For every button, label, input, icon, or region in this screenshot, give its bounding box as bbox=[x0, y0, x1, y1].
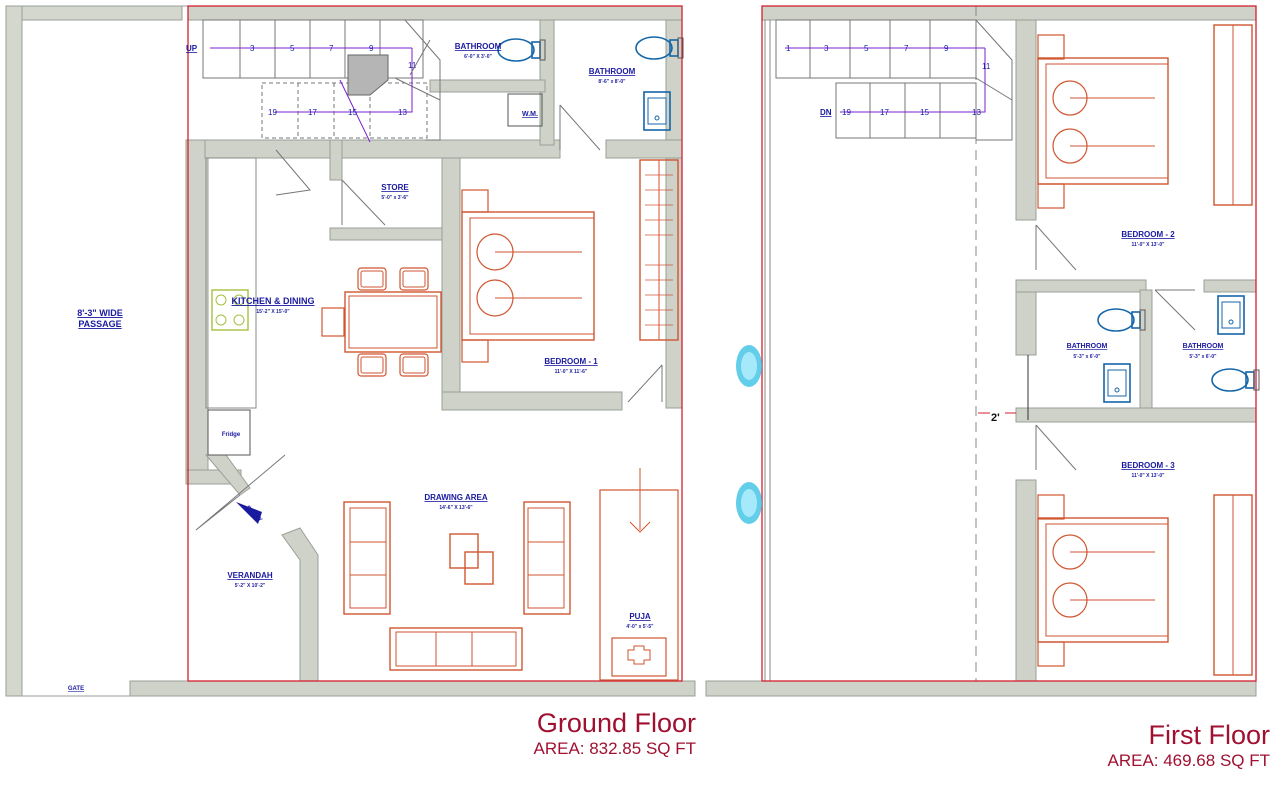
stair-step-17: 17 bbox=[308, 108, 317, 117]
puja-label: PUJA bbox=[629, 612, 651, 621]
ff-stair-step-15: 15 bbox=[920, 108, 929, 117]
ff-stair-step-5: 5 bbox=[864, 44, 869, 53]
stair-step-3: 3 bbox=[250, 44, 255, 53]
ground-floor-caption: Ground Floor AREA: 832.85 SQ FT bbox=[430, 708, 696, 759]
bathroom-b-dim: 8'-6" x 8'-0" bbox=[598, 79, 626, 85]
bedroom3-label: BEDROOM - 3 bbox=[1121, 461, 1175, 470]
ground-boundary bbox=[187, 5, 683, 682]
first-staircase bbox=[775, 19, 1013, 141]
stair-step-5: 5 bbox=[290, 44, 295, 53]
ff-stair-step-3: 3 bbox=[824, 44, 829, 53]
store-dim: 5'-0" x 3'-6" bbox=[381, 195, 409, 201]
ff-stair-step-1: 1 bbox=[786, 44, 791, 53]
puja-dim: 4'-0" x 5'-5" bbox=[626, 624, 654, 630]
verandah-dim: 5'-2" X 10'-2" bbox=[235, 583, 266, 589]
stair-step-11: 11 bbox=[408, 61, 417, 70]
side-passage bbox=[5, 5, 189, 697]
stair-step-7: 7 bbox=[329, 44, 334, 53]
ff-stair-step-13: 13 bbox=[972, 108, 981, 117]
store-label: STORE bbox=[381, 183, 409, 192]
ff-stair-step-7: 7 bbox=[904, 44, 909, 53]
gate-label: GATE bbox=[68, 686, 84, 692]
bed-1 bbox=[461, 189, 595, 363]
passage-label: 8'-3" WIDE bbox=[77, 308, 122, 318]
bathroom-a-dim: 6'-0" X 3'-0" bbox=[464, 54, 492, 60]
stair-step-13: 13 bbox=[398, 108, 407, 117]
ff-bathroom-left-label: BATHROOM bbox=[1067, 343, 1108, 350]
stair-up-label: UP bbox=[186, 44, 198, 53]
wm-label: W.M. bbox=[522, 111, 538, 118]
ff-bathroom-right-dim: 5'-3" x 6'-0" bbox=[1189, 354, 1217, 360]
puja-unit bbox=[599, 468, 679, 681]
ff-stair-step-17: 17 bbox=[880, 108, 889, 117]
ff-bathroom-right-label: BATHROOM bbox=[1183, 343, 1224, 350]
wash-basin-icon bbox=[1217, 295, 1245, 335]
ff-stair-step-19: 19 bbox=[842, 108, 851, 117]
passage-label-2: PASSAGE bbox=[78, 319, 121, 329]
bedroom1-dim: 11'-0" X 11'-6" bbox=[555, 369, 588, 375]
verandah-label: VERANDAH bbox=[227, 571, 273, 580]
stair-dn-label: DN bbox=[820, 108, 832, 117]
bed-2 bbox=[1037, 34, 1169, 209]
kitchen-label: KITCHEN & DINING bbox=[232, 296, 315, 306]
gap-dimension: 2' bbox=[991, 412, 1000, 424]
first-floor-caption: First Floor AREA: 469.68 SQ FT bbox=[1000, 720, 1270, 771]
stair-step-9: 9 bbox=[369, 44, 374, 53]
ff-stair-step-9: 9 bbox=[944, 44, 949, 53]
fridge-label: Fridge bbox=[222, 432, 241, 438]
stair-step-15: 15 bbox=[348, 108, 357, 117]
sofa-set bbox=[343, 501, 571, 671]
bathroom-a-label: BATHROOM bbox=[455, 42, 502, 51]
wash-basin-icon bbox=[643, 91, 671, 131]
washing-machine bbox=[507, 93, 543, 127]
toilet-icon bbox=[1211, 368, 1260, 392]
bed-3 bbox=[1037, 494, 1169, 667]
toilet-icon bbox=[1097, 308, 1146, 332]
first-boundary bbox=[761, 5, 1257, 682]
ground-floor-area: AREA: 832.85 SQ FT bbox=[533, 739, 696, 758]
stair-step-19: 19 bbox=[268, 108, 277, 117]
tree-icon bbox=[736, 482, 762, 524]
drawing-label: DRAWING AREA bbox=[424, 493, 487, 502]
drawing-dim: 14'-6" X 13'-6" bbox=[439, 505, 473, 511]
fridge bbox=[207, 409, 251, 456]
wash-basin-icon bbox=[1103, 363, 1131, 403]
wardrobe bbox=[1213, 24, 1253, 206]
toilet-icon bbox=[497, 38, 546, 62]
ground-staircase bbox=[202, 19, 441, 143]
tree-icon bbox=[736, 345, 762, 387]
stove-icon bbox=[211, 289, 249, 331]
ground-floor-title: Ground Floor bbox=[536, 708, 696, 738]
kitchen-dim: 15'-2" X 15'-0" bbox=[256, 309, 290, 315]
bedroom1-label: BEDROOM - 1 bbox=[544, 357, 598, 366]
bedroom3-dim: 11'-0" X 13'-0" bbox=[1132, 473, 1166, 479]
kitchen-counter bbox=[205, 157, 257, 409]
wardrobe bbox=[1213, 494, 1253, 676]
bedroom2-label: BEDROOM - 2 bbox=[1121, 230, 1175, 239]
bedroom2-dim: 11'-0" X 13'-0" bbox=[1132, 242, 1166, 248]
ff-stair-step-11: 11 bbox=[982, 62, 991, 71]
ff-bathroom-left-dim: 5'-3" x 6'-0" bbox=[1073, 354, 1101, 360]
first-floor-title: First Floor bbox=[1148, 720, 1271, 750]
bathroom-b-label: BATHROOM bbox=[589, 67, 636, 76]
first-floor-area: AREA: 469.68 SQ FT bbox=[1107, 751, 1270, 770]
entry-arrow-icon bbox=[236, 502, 262, 524]
dining-table bbox=[321, 267, 442, 377]
